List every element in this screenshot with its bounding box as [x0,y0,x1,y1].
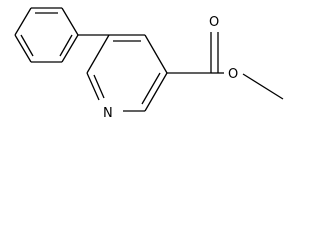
phenyl-bond [14,7,32,36]
phenyl-bond [61,34,79,63]
pyridine-bond [144,72,168,112]
pyridine-bond [86,34,110,74]
phenyl-bond [14,34,32,63]
phenyl-bond [61,7,79,36]
phenyl-ring [14,7,79,63]
phenyl-double-bond [20,34,34,57]
molecule-structure: N O O [14,7,284,121]
pyridine-double-bond [141,72,161,105]
atom-label-carbonyl-oxygen: O [209,15,219,30]
pyridine-double-bond [93,74,105,99]
pyridine-bond [86,72,100,101]
atom-label-ester-oxygen: O [228,67,238,82]
phenyl-double-bond [59,34,73,57]
pyridine-ring [86,34,168,112]
methoxy-bond [242,73,284,100]
atom-label-nitrogen: N [103,106,113,121]
methyl-ester-group [167,32,284,100]
pyridine-bond [144,34,168,74]
